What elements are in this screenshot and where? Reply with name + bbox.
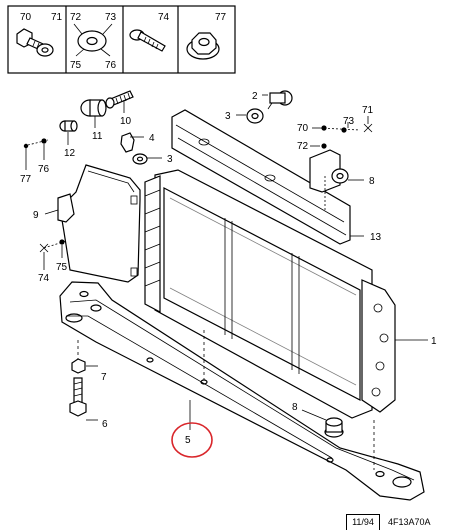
upper-panel-14 bbox=[171, 109, 364, 245]
fastener-inset-box: 70 71 72 73 75 76 74 bbox=[7, 5, 236, 74]
callout-72: 72 bbox=[297, 141, 309, 152]
date-code-box: 11/94 bbox=[346, 514, 380, 530]
washer-3-right bbox=[236, 108, 264, 124]
nut-7 bbox=[71, 358, 98, 374]
callout-2: 2 bbox=[252, 91, 258, 102]
washer-3-left bbox=[132, 153, 162, 165]
label-70: 70 bbox=[20, 12, 32, 23]
callout-77: 77 bbox=[20, 174, 32, 185]
callout-73: 73 bbox=[343, 116, 355, 127]
flat-washer-icon bbox=[73, 23, 113, 57]
callout-74: 74 bbox=[38, 273, 50, 284]
callout-10: 9 bbox=[33, 210, 39, 221]
bracket-10 bbox=[44, 193, 75, 223]
bolt-2 bbox=[262, 90, 293, 110]
callout-3-left: 3 bbox=[167, 154, 173, 165]
air-deflector-panel bbox=[59, 164, 141, 283]
callout-13: 12 bbox=[64, 148, 76, 159]
callout-12: 11 bbox=[92, 131, 103, 142]
fastener-stack-right bbox=[310, 116, 373, 149]
label-71: 71 bbox=[51, 12, 63, 23]
stud-bolt-11 bbox=[105, 90, 134, 113]
label-75: 75 bbox=[70, 60, 82, 71]
callout-71: 71 bbox=[362, 105, 374, 116]
clip-4 bbox=[120, 132, 144, 153]
fastener-line-lower-left bbox=[39, 239, 67, 270]
mount-8 bbox=[301, 409, 344, 438]
radiator-1 bbox=[144, 169, 428, 419]
callout-8: 8 bbox=[292, 402, 298, 413]
callout-9: 8 bbox=[369, 176, 375, 187]
callout-11: 10 bbox=[120, 116, 132, 127]
callout-7: 7 bbox=[101, 372, 107, 383]
label-73: 73 bbox=[105, 12, 117, 23]
crossmember-5 bbox=[59, 281, 425, 501]
label-77: 77 bbox=[215, 12, 227, 23]
label-76: 76 bbox=[105, 60, 117, 71]
callout-76: 76 bbox=[38, 164, 50, 175]
bolt-with-washer-icon bbox=[16, 28, 54, 57]
bolt-6 bbox=[69, 377, 98, 421]
reference-code: 4F13A70A bbox=[388, 517, 431, 527]
callout-70: 70 bbox=[297, 123, 309, 134]
callout-4: 4 bbox=[149, 133, 155, 144]
bush-13 bbox=[59, 120, 78, 145]
bracket-9 bbox=[309, 149, 364, 212]
callout-14: 13 bbox=[370, 232, 382, 243]
flanged-nut-icon bbox=[186, 32, 220, 60]
highlight-circle bbox=[171, 422, 213, 458]
callout-1: 1 bbox=[431, 336, 437, 347]
grommet-12 bbox=[80, 99, 107, 128]
callout-3-right: 3 bbox=[225, 111, 231, 122]
fastener-line-left bbox=[23, 138, 49, 170]
callout-75: 75 bbox=[56, 262, 68, 273]
label-72: 72 bbox=[70, 12, 82, 23]
callout-5: 5 bbox=[185, 435, 191, 446]
callout-6: 6 bbox=[102, 419, 108, 430]
tapping-screw-icon bbox=[129, 29, 166, 52]
label-74: 74 bbox=[158, 12, 170, 23]
